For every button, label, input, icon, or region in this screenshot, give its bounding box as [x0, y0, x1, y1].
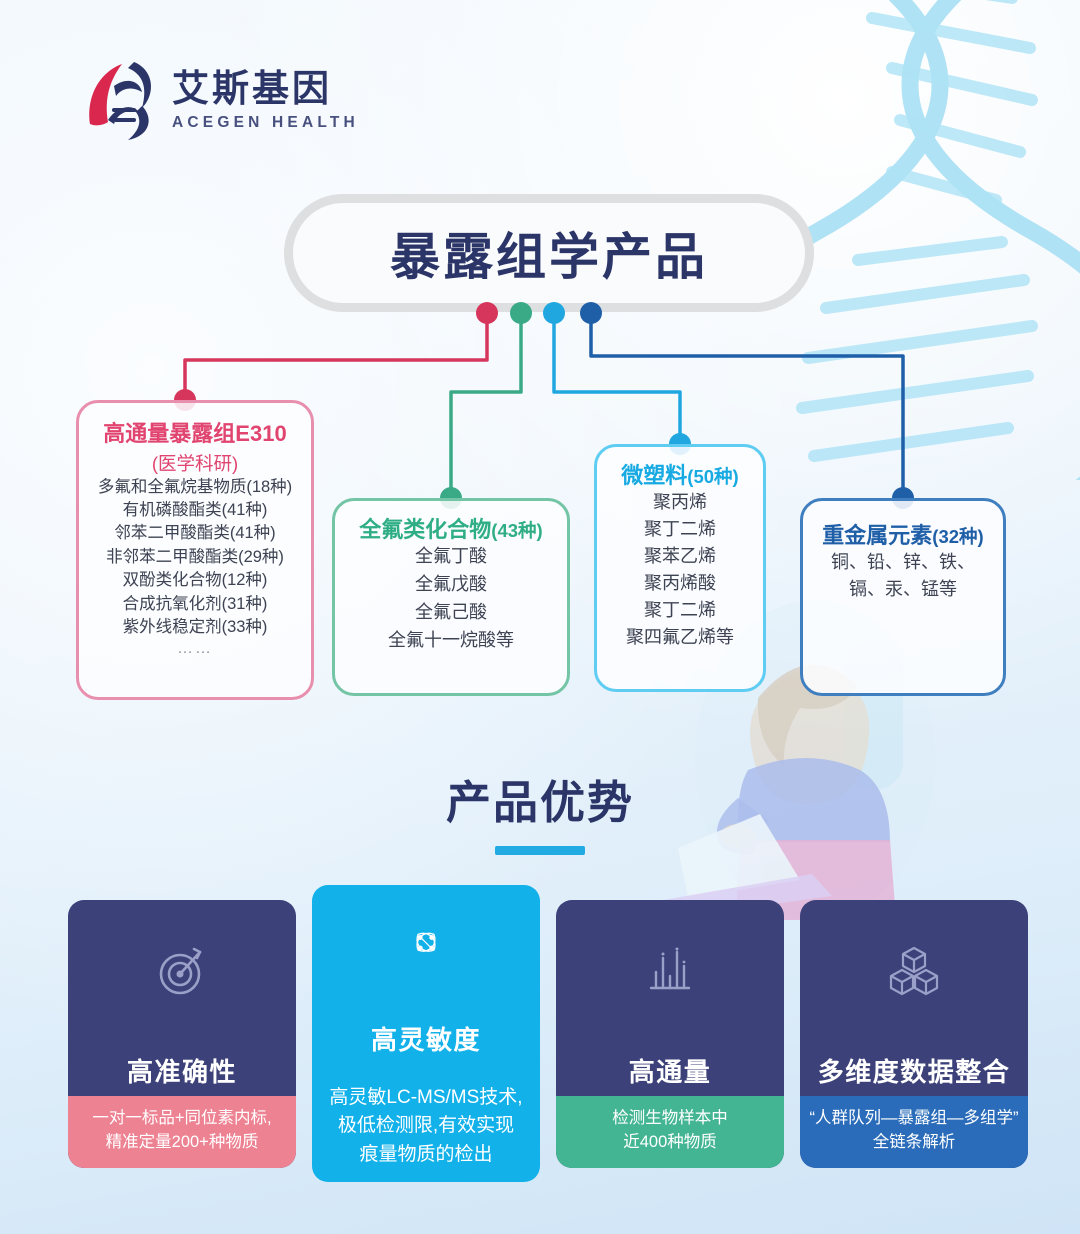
advantage-card-data-integration[interactable]: 多维度数据整合 “人群队列—暴露组—多组学” 全链条解析: [800, 900, 1028, 1168]
product-title: 微塑料(50种): [621, 463, 739, 488]
product-item: 全氟十一烷酸等: [388, 630, 514, 651]
product-item: 聚丁二烯: [644, 519, 716, 540]
brand-name-en: ACEGEN HEALTH: [172, 113, 359, 131]
product-item: 全氟丁酸: [415, 546, 487, 567]
product-item: 镉、汞、锰等: [849, 579, 957, 600]
brand-logo: 艾斯基因 ACEGEN HEALTH: [84, 60, 359, 142]
product-item: 聚丙烯: [653, 492, 707, 513]
dna-helix-logo-icon: [89, 62, 152, 140]
brand-name-cn: 艾斯基因: [172, 68, 332, 110]
advantage-description: 一对一标品+同位素内标, 精准定量200+种物质: [68, 1096, 296, 1168]
product-item: 聚丁二烯: [644, 600, 716, 621]
node-dot-blue: [580, 302, 602, 324]
product-card-pfas[interactable]: 全氟类化合物(43种) 全氟丁酸 全氟戊酸 全氟己酸 全氟十一烷酸等: [332, 498, 570, 696]
section-underline: [495, 846, 585, 855]
product-item: 聚丙烯酸: [644, 573, 716, 594]
molecule-sensitivity-icon: [416, 932, 436, 952]
node-dot-cyan: [543, 302, 565, 324]
product-item: 有机磷酸酯类(41种): [122, 500, 268, 519]
product-title: 全氟类化合物(43种): [359, 517, 543, 542]
advantage-name: 高准确性: [126, 1057, 237, 1087]
dna-helix-background-icon: [780, 0, 1080, 480]
chromatogram-peaks-icon: [649, 947, 691, 990]
advantage-card-throughput[interactable]: 高通量 检测生物样本中 近400种物质: [556, 900, 784, 1168]
product-count: (43种): [491, 520, 543, 541]
product-item: 合成抗氧化剂(31种): [122, 594, 268, 613]
advantage-desc-line: 一对一标品+同位素内标,: [92, 1109, 272, 1128]
node-dot-pink: [476, 302, 498, 324]
product-more-ellipsis: ……: [177, 640, 213, 658]
advantage-card-sensitivity[interactable]: 高灵敏度 高灵敏LC-MS/MS技术, 极低检测限,有效实现 痕量物质的检出: [312, 885, 540, 1182]
product-subtitle: (医学科研): [151, 453, 239, 475]
product-count: (50种): [687, 466, 739, 487]
product-card-microplastics[interactable]: 微塑料(50种) 聚丙烯 聚丁二烯 聚苯乙烯 聚丙烯酸 聚丁二烯 聚四氟乙烯等: [594, 444, 766, 692]
product-title: 重金属元素(32种): [822, 523, 984, 548]
advantage-description: “人群队列—暴露组—多组学” 全链条解析: [800, 1096, 1028, 1168]
target-accuracy-icon: [159, 947, 202, 995]
product-item: 全氟己酸: [415, 602, 487, 623]
product-item: 双酚类化合物(12种): [122, 571, 268, 590]
product-item: 邻苯二甲酸酯类(41种): [114, 524, 276, 543]
advantage-name: 高灵敏度: [370, 1024, 481, 1055]
product-item: 铜、铅、锌、铁、: [831, 552, 975, 573]
advantage-desc-line: “人群队列—暴露组—多组学”: [809, 1109, 1019, 1128]
advantage-desc-line: 痕量物质的检出: [359, 1143, 493, 1165]
product-item: 全氟戊酸: [415, 574, 487, 595]
section-heading: 产品优势: [0, 766, 1080, 855]
section-title: 产品优势: [445, 777, 634, 828]
node-dot-green: [510, 302, 532, 324]
product-count: (32种): [932, 526, 984, 547]
product-item: 聚苯乙烯: [644, 546, 716, 567]
advantage-desc-line: 全链条解析: [872, 1133, 956, 1152]
product-card-heavy-metals[interactable]: 重金属元素(32种) 铜、铅、锌、铁、 镉、汞、锰等: [800, 498, 1006, 696]
page-title: 暴露组学产品: [284, 194, 814, 312]
advantage-desc-line: 近400种物质: [623, 1133, 717, 1152]
advantage-card-accuracy[interactable]: 高准确性 一对一标品+同位素内标, 精准定量200+种物质: [68, 900, 296, 1168]
advantage-desc-line: 检测生物样本中: [612, 1109, 728, 1128]
product-item: 聚四氟乙烯等: [626, 627, 734, 648]
advantage-description: 高灵敏LC-MS/MS技术, 极低检测限,有效实现 痕量物质的检出: [312, 1073, 540, 1183]
advantage-name: 多维度数据整合: [817, 1057, 1011, 1087]
advantage-desc-line: 极低检测限,有效实现: [337, 1115, 515, 1136]
product-item: 非邻苯二甲酸酯类(29种): [106, 547, 284, 566]
page-title-text: 暴露组学产品: [390, 229, 708, 285]
product-title: 高通量暴露组E310: [103, 421, 287, 446]
advantage-desc-line: 高灵敏LC-MS/MS技术,: [329, 1086, 523, 1108]
product-item: 多氟和全氟烷基物质(18种): [97, 477, 293, 496]
cubes-data-icon: [889, 946, 939, 996]
product-item: 紫外线稳定剂(33种): [122, 618, 268, 637]
advantage-name: 高通量: [628, 1057, 712, 1087]
product-card-e310[interactable]: 高通量暴露组E310 (医学科研) 多氟和全氟烷基物质(18种) 有机磷酸酯类(…: [76, 400, 314, 700]
advantage-desc-line: 精准定量200+种物质: [105, 1133, 259, 1152]
advantage-description: 检测生物样本中 近400种物质: [556, 1096, 784, 1168]
